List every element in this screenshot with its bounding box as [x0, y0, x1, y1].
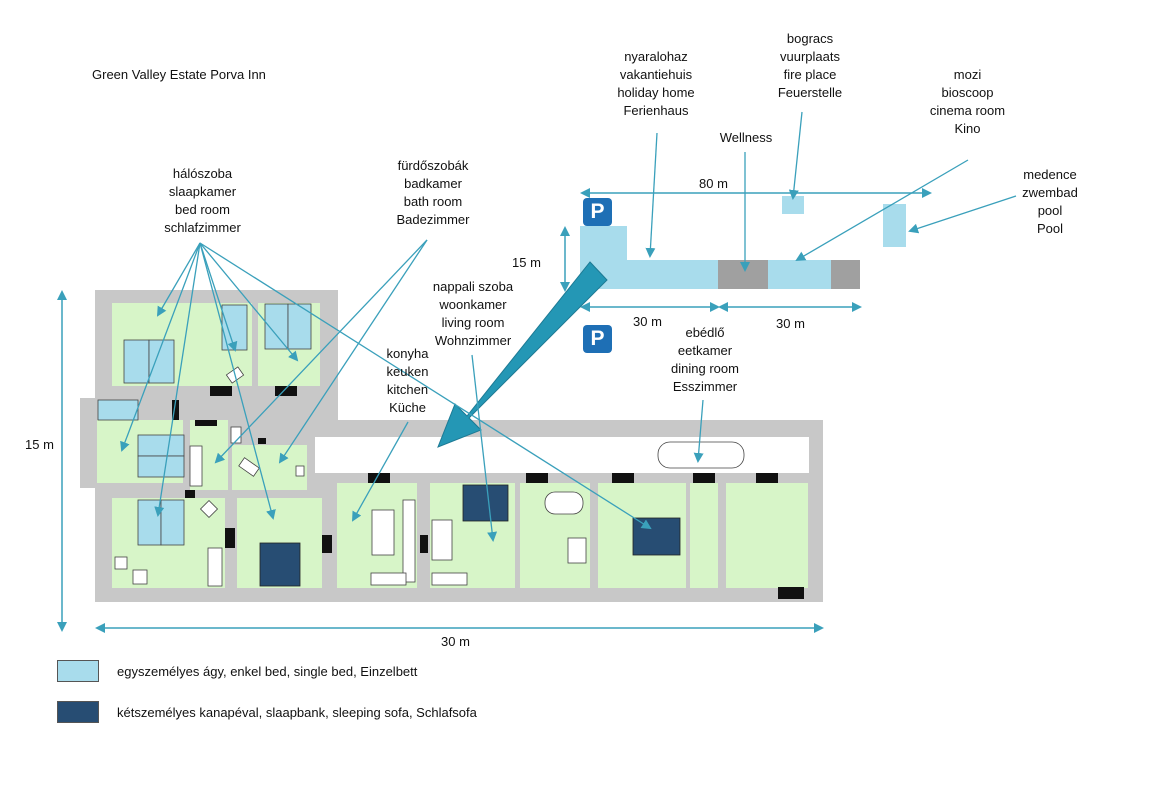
- wellness-block: [718, 260, 768, 289]
- fireplace-block: [782, 196, 804, 214]
- label-living-line: nappali szoba: [432, 279, 514, 294]
- label-holiday-home-line: holiday home: [617, 85, 695, 100]
- label-bathroom-line: badkamer: [404, 176, 462, 191]
- label-pool-line: medence: [1023, 167, 1077, 182]
- legend-label-single-bed: egyszemélyes ágy, enkel bed, single bed,…: [117, 663, 418, 679]
- label-pool-line: Pool: [1036, 221, 1064, 236]
- label-kitchen-line: kitchen: [386, 382, 429, 397]
- legend-swatch-sofa: [57, 701, 99, 723]
- page-title: Green Valley Estate Porva Inn: [92, 67, 266, 82]
- label-bedroom-line: bed room: [175, 202, 230, 217]
- label-kitchen-line: Küche: [389, 400, 426, 415]
- label-fireplace-line: vuurplaats: [780, 49, 840, 64]
- label-dining-line: ebédlő: [685, 325, 725, 340]
- label-fireplace-line: fire place: [783, 67, 837, 82]
- label-pool-line: zwembad: [1022, 185, 1078, 200]
- single-beds: [97, 303, 312, 546]
- label-cinema-line: cinema room: [929, 103, 1006, 118]
- label-bedroom-line: schlafzimmer: [164, 220, 241, 235]
- label-wellness: Wellness: [706, 129, 786, 147]
- label-dining-line: dining room: [671, 361, 739, 376]
- label-cinema-line: bioscoop: [941, 85, 994, 100]
- pool-block: [883, 204, 906, 247]
- dim-seg-right: 30 m: [776, 316, 805, 331]
- label-pool-line: pool: [1037, 203, 1063, 218]
- legend-single-bed: egyszemélyes ágy, enkel bed, single bed,…: [57, 660, 417, 682]
- legend-sofa: kétszemélyes kanapéval, slaapbank, sleep…: [57, 701, 477, 723]
- furniture: [114, 366, 745, 587]
- label-cinema-line: Kino: [954, 121, 981, 136]
- dim-seg-left: 30 m: [633, 314, 662, 329]
- dim-site-width: 80 m: [699, 176, 728, 191]
- dim-site-depth: 15 m: [512, 255, 541, 270]
- label-fireplace-line: bogracs: [786, 31, 834, 46]
- parking-sign-top: P: [583, 198, 612, 226]
- label-bedroom-line: slaapkamer: [168, 184, 237, 199]
- pointer-arrows: [120, 239, 704, 542]
- label-wellness-line: Wellness: [719, 130, 773, 145]
- label-bedroom: hálószoba slaapkamer bed room schlafzimmer: [145, 165, 260, 237]
- label-kitchen-line: konyha: [386, 346, 429, 361]
- parking-sign-bottom: P: [583, 325, 612, 353]
- label-living-line: Wohnzimmer: [434, 333, 512, 348]
- legend-label-sofa: kétszemélyes kanapéval, slaapbank, sleep…: [117, 704, 477, 720]
- label-bathroom-line: Badezimmer: [396, 212, 470, 227]
- label-living-line: living room: [441, 315, 505, 330]
- label-holiday-home-line: nyaralohaz: [624, 49, 688, 64]
- room-8: [726, 483, 808, 588]
- label-kitchen-line: keuken: [386, 364, 429, 379]
- site-plan: [560, 111, 1017, 312]
- room-7: [690, 483, 718, 588]
- end-block: [831, 260, 860, 289]
- dim-house-depth: 15 m: [25, 437, 54, 452]
- label-bathroom-line: fürdőszobák: [397, 158, 469, 173]
- house-plan: [57, 261, 824, 633]
- sofas: [259, 484, 681, 587]
- holiday-home-wing-2: [768, 260, 831, 289]
- big-arrow: [437, 261, 608, 448]
- dim-house-width: 30 m: [441, 634, 470, 649]
- label-dining-line: eetkamer: [677, 343, 733, 358]
- label-holiday-home-line: vakantiehuis: [619, 67, 693, 82]
- label-bedroom-line: hálószoba: [172, 166, 233, 181]
- label-bathroom-line: bath room: [403, 194, 463, 209]
- label-dining-line: Esszimmer: [672, 379, 738, 394]
- label-fireplace-line: Feuerstelle: [777, 85, 843, 100]
- label-holiday-home-line: Ferienhaus: [623, 103, 689, 118]
- label-cinema-line: mozi: [953, 67, 982, 82]
- label-living-line: woonkamer: [439, 297, 507, 312]
- holiday-home-wing: [626, 260, 718, 289]
- legend-swatch-single-bed: [57, 660, 99, 682]
